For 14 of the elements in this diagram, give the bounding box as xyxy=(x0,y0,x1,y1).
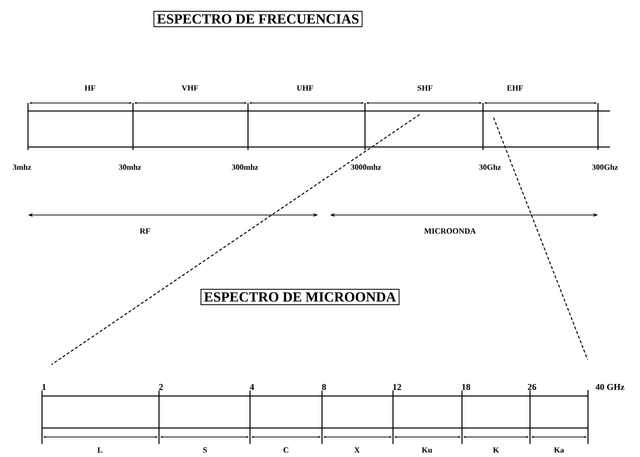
dashed-line xyxy=(51,114,420,366)
heading-box: ESPECTRO DE MICROONDA xyxy=(200,288,400,306)
frequency-label: 2 xyxy=(158,384,164,390)
frequency-label: 4 xyxy=(249,384,255,390)
frequency-label: 12 xyxy=(392,384,402,390)
heading-box: ESPECTRO DE FRECUENCIAS xyxy=(153,10,363,28)
spectrum-bar xyxy=(28,110,598,148)
spectrum-bar xyxy=(42,396,588,428)
frequency-label: 40 GHz xyxy=(594,383,626,391)
frequency-label: 8 xyxy=(321,383,327,391)
frequency-label: 18 xyxy=(461,383,471,391)
dashed-line xyxy=(493,117,588,360)
frequency-label: 1 xyxy=(41,384,47,390)
frequency-label: 26 xyxy=(527,383,537,390)
